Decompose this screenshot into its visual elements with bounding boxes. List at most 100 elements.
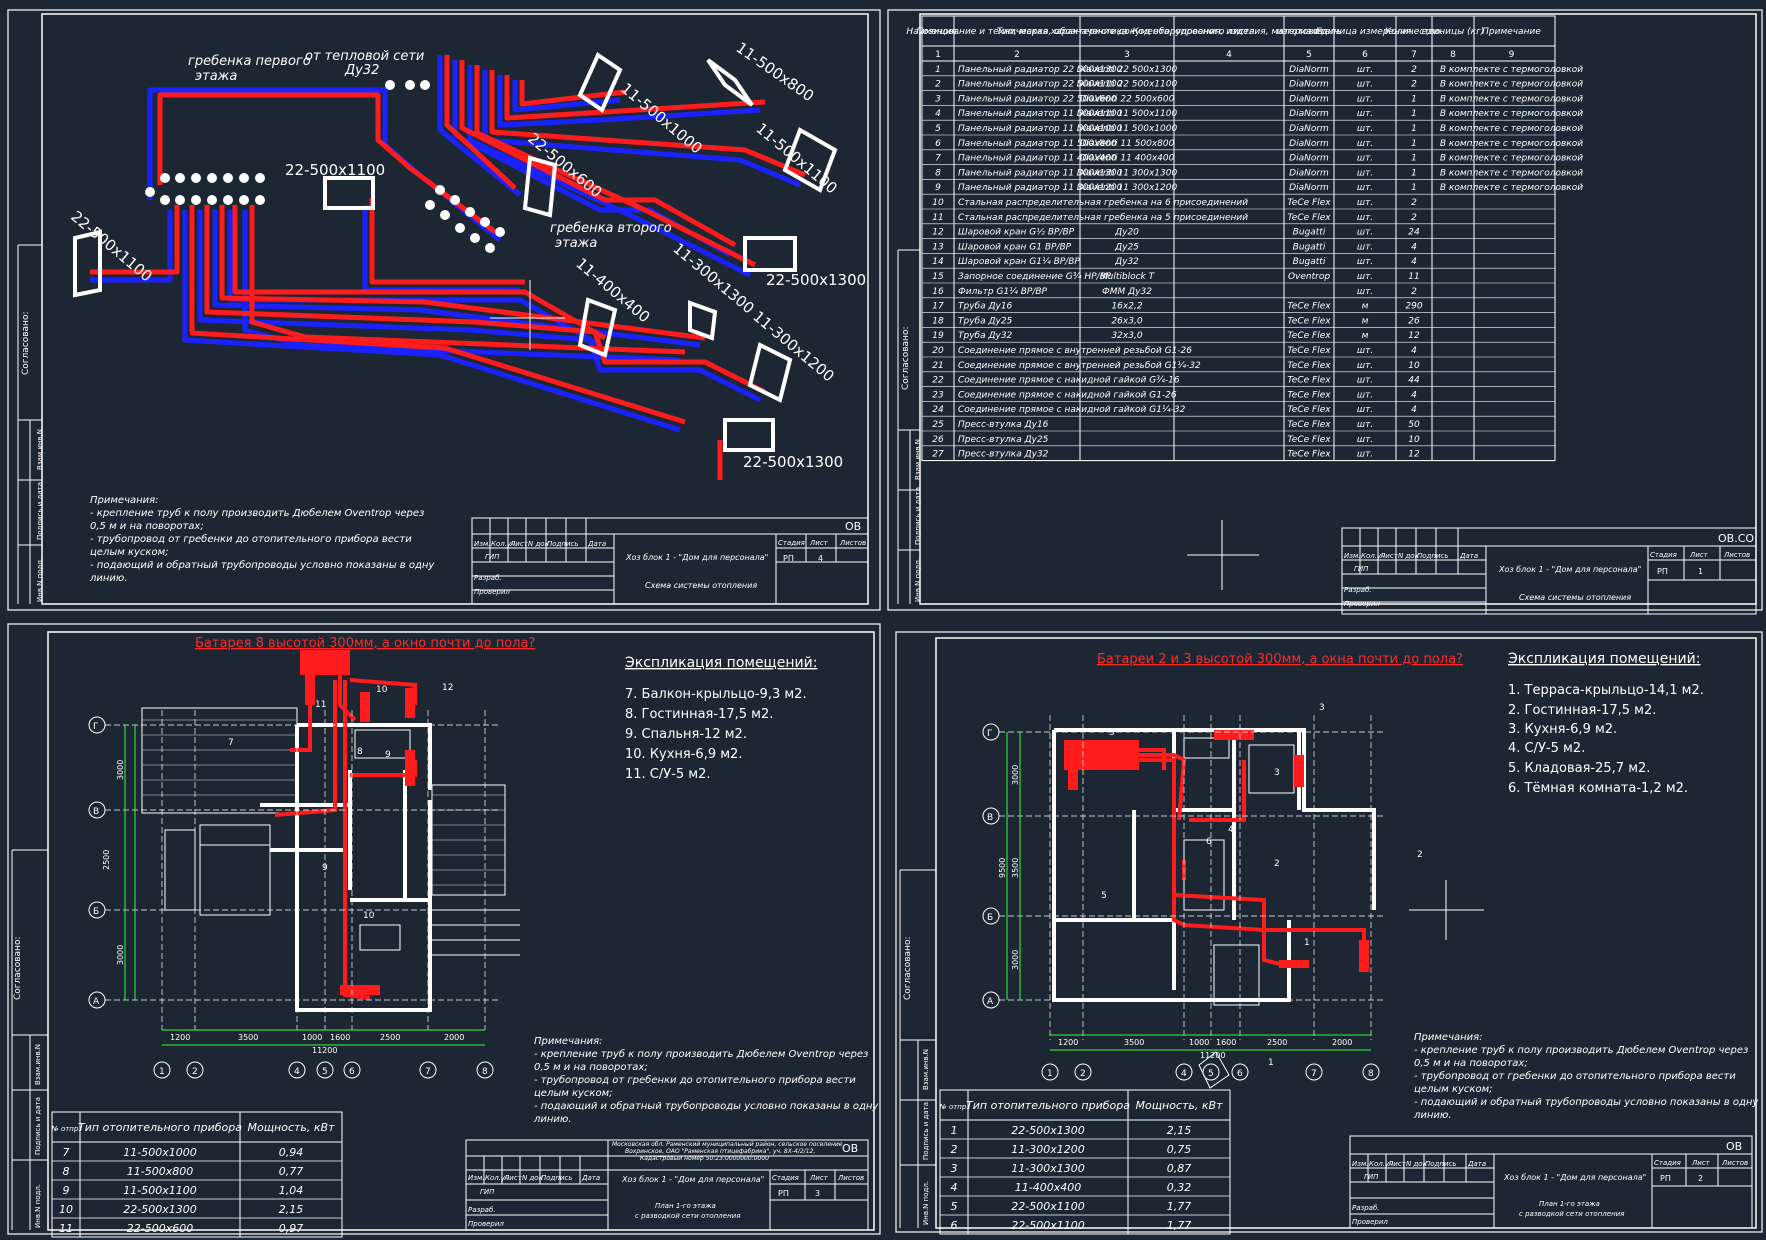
- scheme-notes: Примечания: - крепление труб к полу прои…: [89, 495, 435, 584]
- spec-stamp-sheet: 1: [1698, 567, 1703, 576]
- svg-text:- подающий и обратный трубопро: - подающий и обратный трубопроводы услов…: [1414, 1096, 1759, 1108]
- spec-cell: шт.: [1357, 450, 1373, 460]
- spec-header-cell: Наименование и техническая характеристик…: [906, 27, 1127, 37]
- svg-text:Взам.инв.N: Взам.инв.N: [922, 1049, 930, 1090]
- radiator-6: [73, 229, 102, 298]
- plan1-stamp-code: ОВ: [842, 1142, 858, 1155]
- spec-cell: 22: [932, 376, 944, 386]
- device-table-cell: 7: [63, 1146, 70, 1159]
- spec-cell: Панельный радиатор 11 500х1100: [958, 109, 1123, 119]
- svg-text:1200: 1200: [1058, 1038, 1078, 1047]
- svg-text:Дата: Дата: [1459, 552, 1478, 560]
- plan2-dim-lines: [1006, 732, 1371, 1051]
- spec-cell: 4: [1411, 346, 1417, 356]
- spec-cell: Панельный радиатор 11 300х1200: [958, 183, 1123, 193]
- svg-text:Лист: Лист: [509, 540, 529, 548]
- spec-cell: DiaVenti 11 500х800: [1080, 139, 1175, 149]
- plan2-radiators: [1068, 730, 1369, 972]
- spec-cell: DiaNorm: [1289, 183, 1329, 193]
- plan2-explication-title: Экспликация помещений:: [1508, 651, 1700, 667]
- svg-text:1000: 1000: [1189, 1038, 1209, 1047]
- spec-col-number: 4: [1226, 50, 1232, 60]
- svg-text:0,5 м и на поворотах;: 0,5 м и на поворотах;: [1414, 1058, 1528, 1069]
- spec-cell: Панельный радиатор 22 500х1100: [958, 80, 1123, 90]
- svg-text:Кол.уч: Кол.уч: [1361, 552, 1385, 560]
- plan1-radiators: [305, 670, 415, 995]
- svg-text:- подающий и обратный трубопро: - подающий и обратный трубопроводы услов…: [534, 1100, 879, 1112]
- spec-cell: Шаровой кран G1 ВР/ВР: [958, 242, 1072, 252]
- svg-text:Инв.N подл.: Инв.N подл.: [34, 1184, 42, 1228]
- radiator-label-11: 22-500x1300: [743, 453, 843, 471]
- svg-text:5. Кладовая-25,7 м2.: 5. Кладовая-25,7 м2.: [1508, 761, 1650, 776]
- radiator-10: [747, 342, 793, 403]
- svg-text:Стадия: Стадия: [1650, 551, 1677, 559]
- svg-text:ГИП: ГИП: [1354, 565, 1369, 573]
- device-table-cell: 1,04: [279, 1184, 304, 1197]
- plan2-notes: Примечания: - крепление труб к полу прои…: [1413, 1032, 1759, 1121]
- spec-header-cell: Позиция.: [916, 27, 959, 37]
- svg-text:Изм.: Изм.: [1352, 1160, 1368, 1168]
- spec-cell: DiaVenti 11 500х1000: [1077, 124, 1178, 134]
- plan1-stamp-title: План 1-го этажа: [655, 1202, 716, 1210]
- sheet-floor-plan-second: Согласовано: Взам.инв.N Подпись и дата И…: [895, 631, 1763, 1235]
- svg-text:3000: 3000: [1011, 765, 1020, 785]
- spec-cell: шт.: [1357, 257, 1373, 267]
- spec-cell: В комплекте с термоголовкой: [1440, 154, 1583, 164]
- device-table-header: № отпр.: [50, 1125, 80, 1133]
- spec-cell: 1: [1411, 154, 1417, 164]
- svg-text:А: А: [987, 997, 994, 1007]
- spec-cell: 25: [932, 420, 944, 430]
- svg-text:линию.: линию.: [89, 573, 128, 584]
- spec-cell: TeCe Flex: [1287, 302, 1331, 312]
- spec-cell: Стальная распределительная гребенка на 5…: [958, 213, 1248, 223]
- spec-cell: Multiblock T: [1100, 272, 1156, 282]
- svg-text:Инв.N подл.: Инв.N подл.: [922, 1181, 930, 1225]
- device-table-cell: 1,77: [1167, 1200, 1192, 1213]
- spec-cell: В комплекте с термоголовкой: [1440, 65, 1583, 75]
- spec-cell: 14: [932, 257, 944, 267]
- spec-cell: Стальная распределительная гребенка на 6…: [958, 198, 1248, 208]
- plan2-red-title: Батареи 2 и 3 высотой 300мм, а окна почт…: [1097, 652, 1463, 667]
- label-manifold-first: гребенка первого: [188, 54, 311, 69]
- svg-text:0,5 м и на поворотах;: 0,5 м и на поворотах;: [90, 521, 204, 532]
- specification-table: Позиция.Наименование и техническая харак…: [906, 15, 1583, 462]
- spec-cell: 2: [1411, 198, 1417, 208]
- spec-cell: Панельный радиатор 22 500х1300: [958, 65, 1123, 75]
- spec-cell: шт.: [1357, 65, 1373, 75]
- spec-cell: Bugatti: [1293, 242, 1326, 252]
- svg-text:Примечания:: Примечания:: [534, 1036, 603, 1047]
- plan2-title-block: [1349, 1135, 1753, 1229]
- spec-cell: 2: [935, 80, 941, 90]
- spec-cell: DiaNorm: [1289, 94, 1329, 104]
- spec-cell: Ду32: [1114, 257, 1139, 267]
- spec-cell: DiaNorm: [1289, 80, 1329, 90]
- radiator-2: [706, 58, 754, 107]
- svg-text:1: 1: [1304, 938, 1310, 948]
- spec-cell: DiaNorm: [1289, 154, 1329, 164]
- spec-cell: TeCe Flex: [1287, 405, 1331, 415]
- spec-cell: м: [1362, 302, 1369, 312]
- spec-cell: 18: [932, 316, 944, 326]
- device-table-cell: 0,75: [1167, 1143, 1192, 1156]
- spec-stamp-project: Хоз блок 1 - "Дом для персонала": [1498, 565, 1641, 574]
- spec-cell: 26х3,0: [1111, 316, 1142, 326]
- svg-text:Стадия: Стадия: [1654, 1159, 1681, 1167]
- spec-cell: TeCe Flex: [1287, 346, 1331, 356]
- spec-cell: DiaVenti 22 500х600: [1080, 94, 1175, 104]
- svg-text:2: 2: [1080, 1069, 1086, 1079]
- svg-text:3: 3: [1319, 703, 1325, 713]
- spec-col-number: 8: [1450, 50, 1456, 60]
- spec-cell: м: [1362, 331, 1369, 341]
- spec-cell: TeCe Flex: [1287, 213, 1331, 223]
- spec-cell: В комплекте с термоголовкой: [1440, 124, 1583, 134]
- spec-header-cell: Примечание: [1482, 27, 1541, 37]
- svg-text:Кадастровый номер 50:23:000000: Кадастровый номер 50:23:0000000:0000: [640, 1155, 769, 1162]
- svg-text:2500: 2500: [380, 1033, 400, 1042]
- spec-cell: DiaNorm: [1289, 139, 1329, 149]
- svg-text:9. Спальня-12 м2.: 9. Спальня-12 м2.: [625, 727, 747, 742]
- device-table-cell: 1,77: [1167, 1219, 1192, 1232]
- svg-text:Дата: Дата: [587, 540, 606, 548]
- plan2-explication: 1. Терраса-крыльцо-14,1 м2. 2. Гостинная…: [1508, 683, 1704, 796]
- device-table-cell: 11-400х400: [1015, 1181, 1081, 1194]
- svg-text:Г: Г: [987, 729, 993, 739]
